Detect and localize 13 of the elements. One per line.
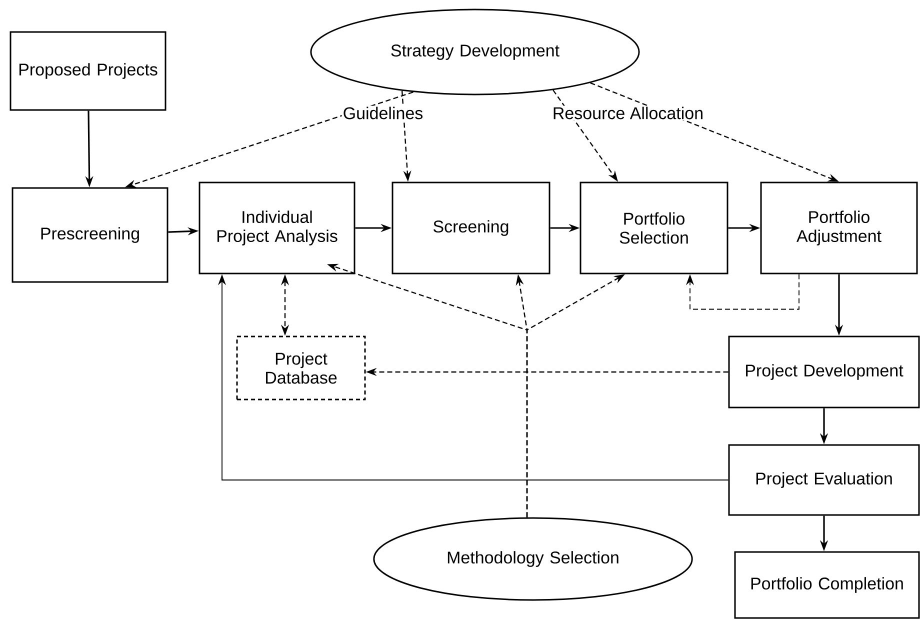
process-box: Portfolio Selection: [580, 182, 728, 274]
process-box: Individual Project Analysis: [198, 182, 356, 274]
edge-label: Guidelines: [342, 106, 424, 120]
process-box: Prescreening: [12, 187, 168, 283]
process-box: Project Evaluation: [728, 444, 920, 516]
process-box: Screening: [392, 182, 550, 274]
process-box: Project Development: [728, 336, 920, 408]
arrow: [686, 274, 800, 310]
process-box: Proposed Projects: [10, 31, 166, 111]
database-box: Project Database: [236, 336, 366, 400]
process-box: Portfolio Completion: [734, 551, 920, 619]
process-box: Portfolio Adjustment: [760, 182, 918, 274]
edge-label: Resource Allocation: [551, 106, 705, 120]
